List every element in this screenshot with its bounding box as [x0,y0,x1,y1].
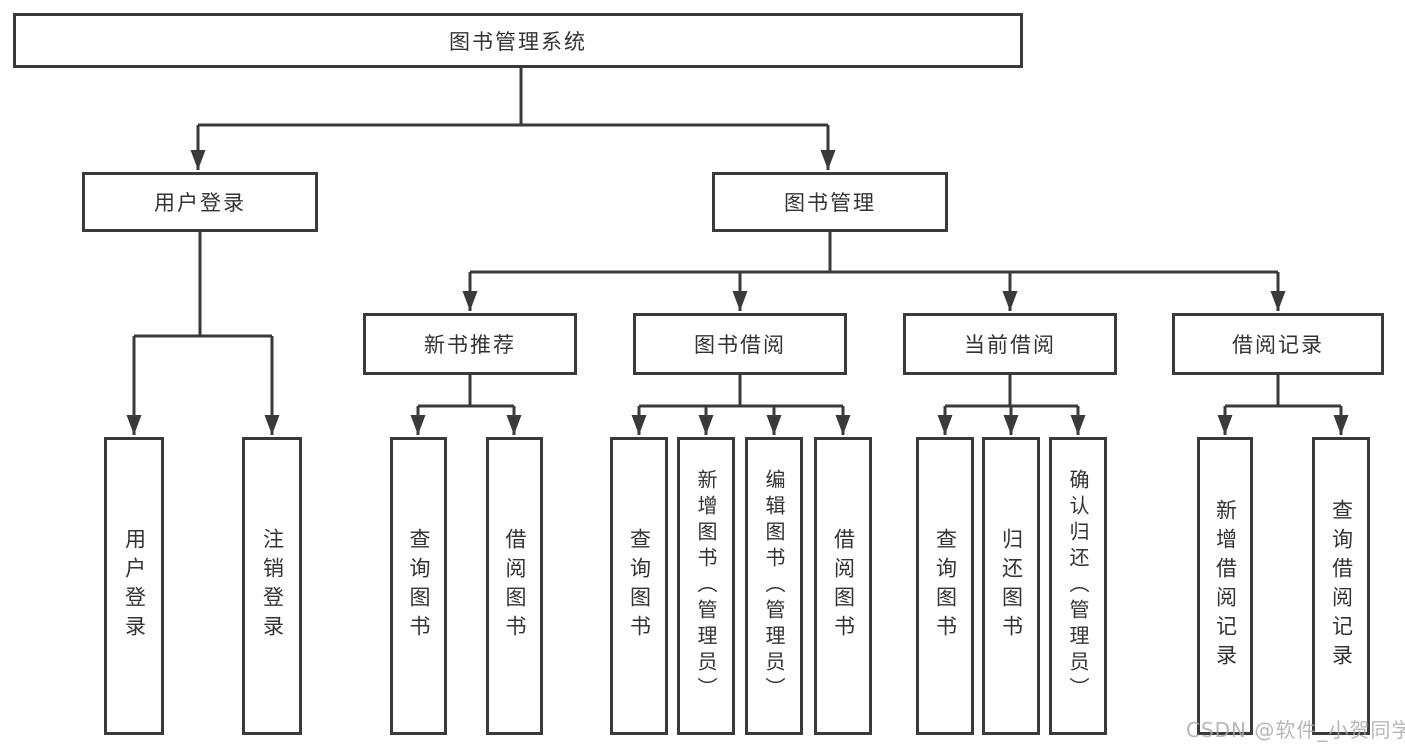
connector-user-login [126,232,280,435]
leaf-borrow-books-recommend: 借阅图书 [486,437,543,735]
node-book-management: 图书管理 [712,172,948,232]
leaf-query-books-current: 查询图书 [916,437,974,735]
connector-root [190,68,836,170]
node-borrow-record: 借阅记录 [1172,313,1384,375]
leaf-confirm-return-admin: 确认归还（管理员） [1049,437,1107,735]
node-new-book-recommend: 新书推荐 [363,313,577,375]
node-library-management-system: 图书管理系统 [13,13,1023,68]
leaf-user-login: 用户登录 [104,437,164,735]
connector-current-borrow [937,375,1086,435]
node-user-login: 用户登录 [82,172,318,232]
leaf-add-book-admin: 新增图书（管理员） [677,437,735,735]
leaf-return-book: 归还图书 [982,437,1040,735]
node-current-borrow: 当前借阅 [903,313,1117,375]
csdn-watermark: CSDN @软件_小贺同学 [1186,718,1405,742]
connector-new-book-recommend [410,375,522,435]
connector-book-borrow [631,375,851,435]
leaf-query-books-borrow: 查询图书 [610,437,668,735]
node-book-borrow: 图书借阅 [633,313,847,375]
leaf-borrow-books: 借阅图书 [814,437,872,735]
leaf-query-books-recommend: 查询图书 [390,437,447,735]
leaf-query-borrow-record: 查询借阅记录 [1312,437,1370,735]
connector-book-management [462,232,1286,311]
leaf-edit-book-admin: 编辑图书（管理员） [745,437,803,735]
leaf-add-borrow-record: 新增借阅记录 [1197,437,1253,735]
leaf-logout: 注销登录 [242,437,302,735]
connector-borrow-record [1217,375,1349,435]
